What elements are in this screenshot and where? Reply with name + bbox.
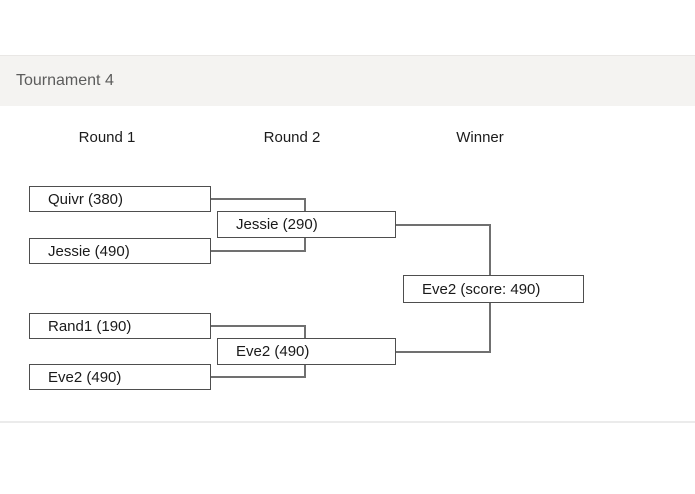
connector-line <box>210 325 306 327</box>
connector-line <box>395 224 491 226</box>
round1-match-1: Quivr (380) <box>29 186 211 212</box>
connector-line <box>210 376 306 378</box>
column-header-winner: Winner <box>456 129 504 146</box>
round1-match-3: Rand1 (190) <box>29 313 211 339</box>
tournament-header[interactable]: Tournament 4 <box>0 55 695 106</box>
round2-match-1: Jessie (290) <box>217 211 396 238</box>
connector-line <box>210 198 306 200</box>
column-header-round2: Round 2 <box>263 129 321 146</box>
winner-box: Eve2 (score: 490) <box>403 275 584 303</box>
divider-line <box>0 421 695 423</box>
tournament-title: Tournament 4 <box>16 72 114 89</box>
column-header-round1: Round 1 <box>78 129 136 146</box>
connector-line <box>395 351 491 353</box>
round2-match-2: Eve2 (490) <box>217 338 396 365</box>
round1-match-2: Jessie (490) <box>29 238 211 264</box>
round1-match-4: Eve2 (490) <box>29 364 211 390</box>
connector-line <box>210 250 306 252</box>
